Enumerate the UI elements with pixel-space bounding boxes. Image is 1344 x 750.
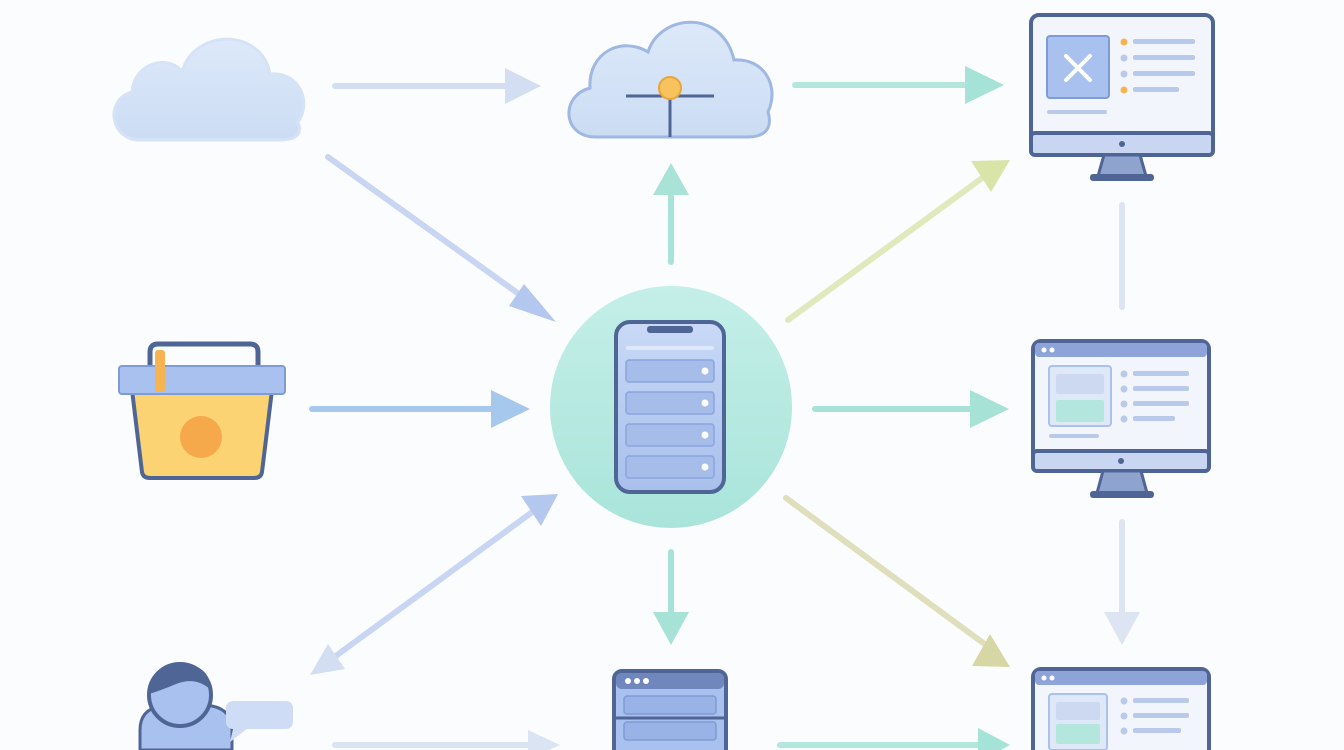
user-chat-icon [138, 662, 293, 750]
edges [309, 66, 1140, 750]
node-phone-hub [550, 286, 792, 528]
node-user [138, 662, 293, 750]
cloud-icon [112, 37, 306, 142]
smartphone-server-icon [614, 320, 726, 494]
node-monitor-top [1029, 13, 1215, 181]
monitor-icon [1029, 13, 1215, 181]
edge-phone-hub-to-monitor-top [785, 160, 1010, 323]
node-server [612, 669, 728, 750]
edge-phone-hub-to-monitor-bottom [783, 495, 1010, 667]
network-node-dot [658, 76, 682, 100]
node-monitor-mid [1031, 339, 1211, 498]
edge-cloud-to-phone-hub [325, 154, 556, 322]
server-icon [612, 669, 728, 750]
edge-user-to-phone-hub [310, 494, 558, 675]
edge-cloud-to-cloud-hub [332, 68, 541, 104]
node-monitor-bottom [1031, 667, 1211, 750]
chat-bubble-icon [226, 701, 293, 729]
edge-user-to-server [332, 730, 560, 750]
close-icon [1064, 54, 1092, 82]
edge-phone-hub-to-monitor-mid [812, 390, 1009, 428]
edge-basket-to-phone-hub [309, 390, 530, 428]
edge-server-to-monitor-bottom [777, 728, 1010, 750]
monitor-icon [1031, 339, 1211, 498]
node-basket [118, 341, 286, 480]
monitor-icon [1031, 667, 1211, 750]
shopping-basket-icon [118, 341, 286, 480]
edge-monitor-mid-to-monitor-bottom [1104, 519, 1140, 645]
node-cloud [112, 37, 306, 142]
edge-phone-hub-to-server [653, 549, 689, 645]
edge-phone-hub-to-cloud-hub [653, 163, 689, 265]
node-cloud-hub [567, 20, 774, 139]
edge-cloud-hub-to-monitor-top [792, 66, 1004, 104]
